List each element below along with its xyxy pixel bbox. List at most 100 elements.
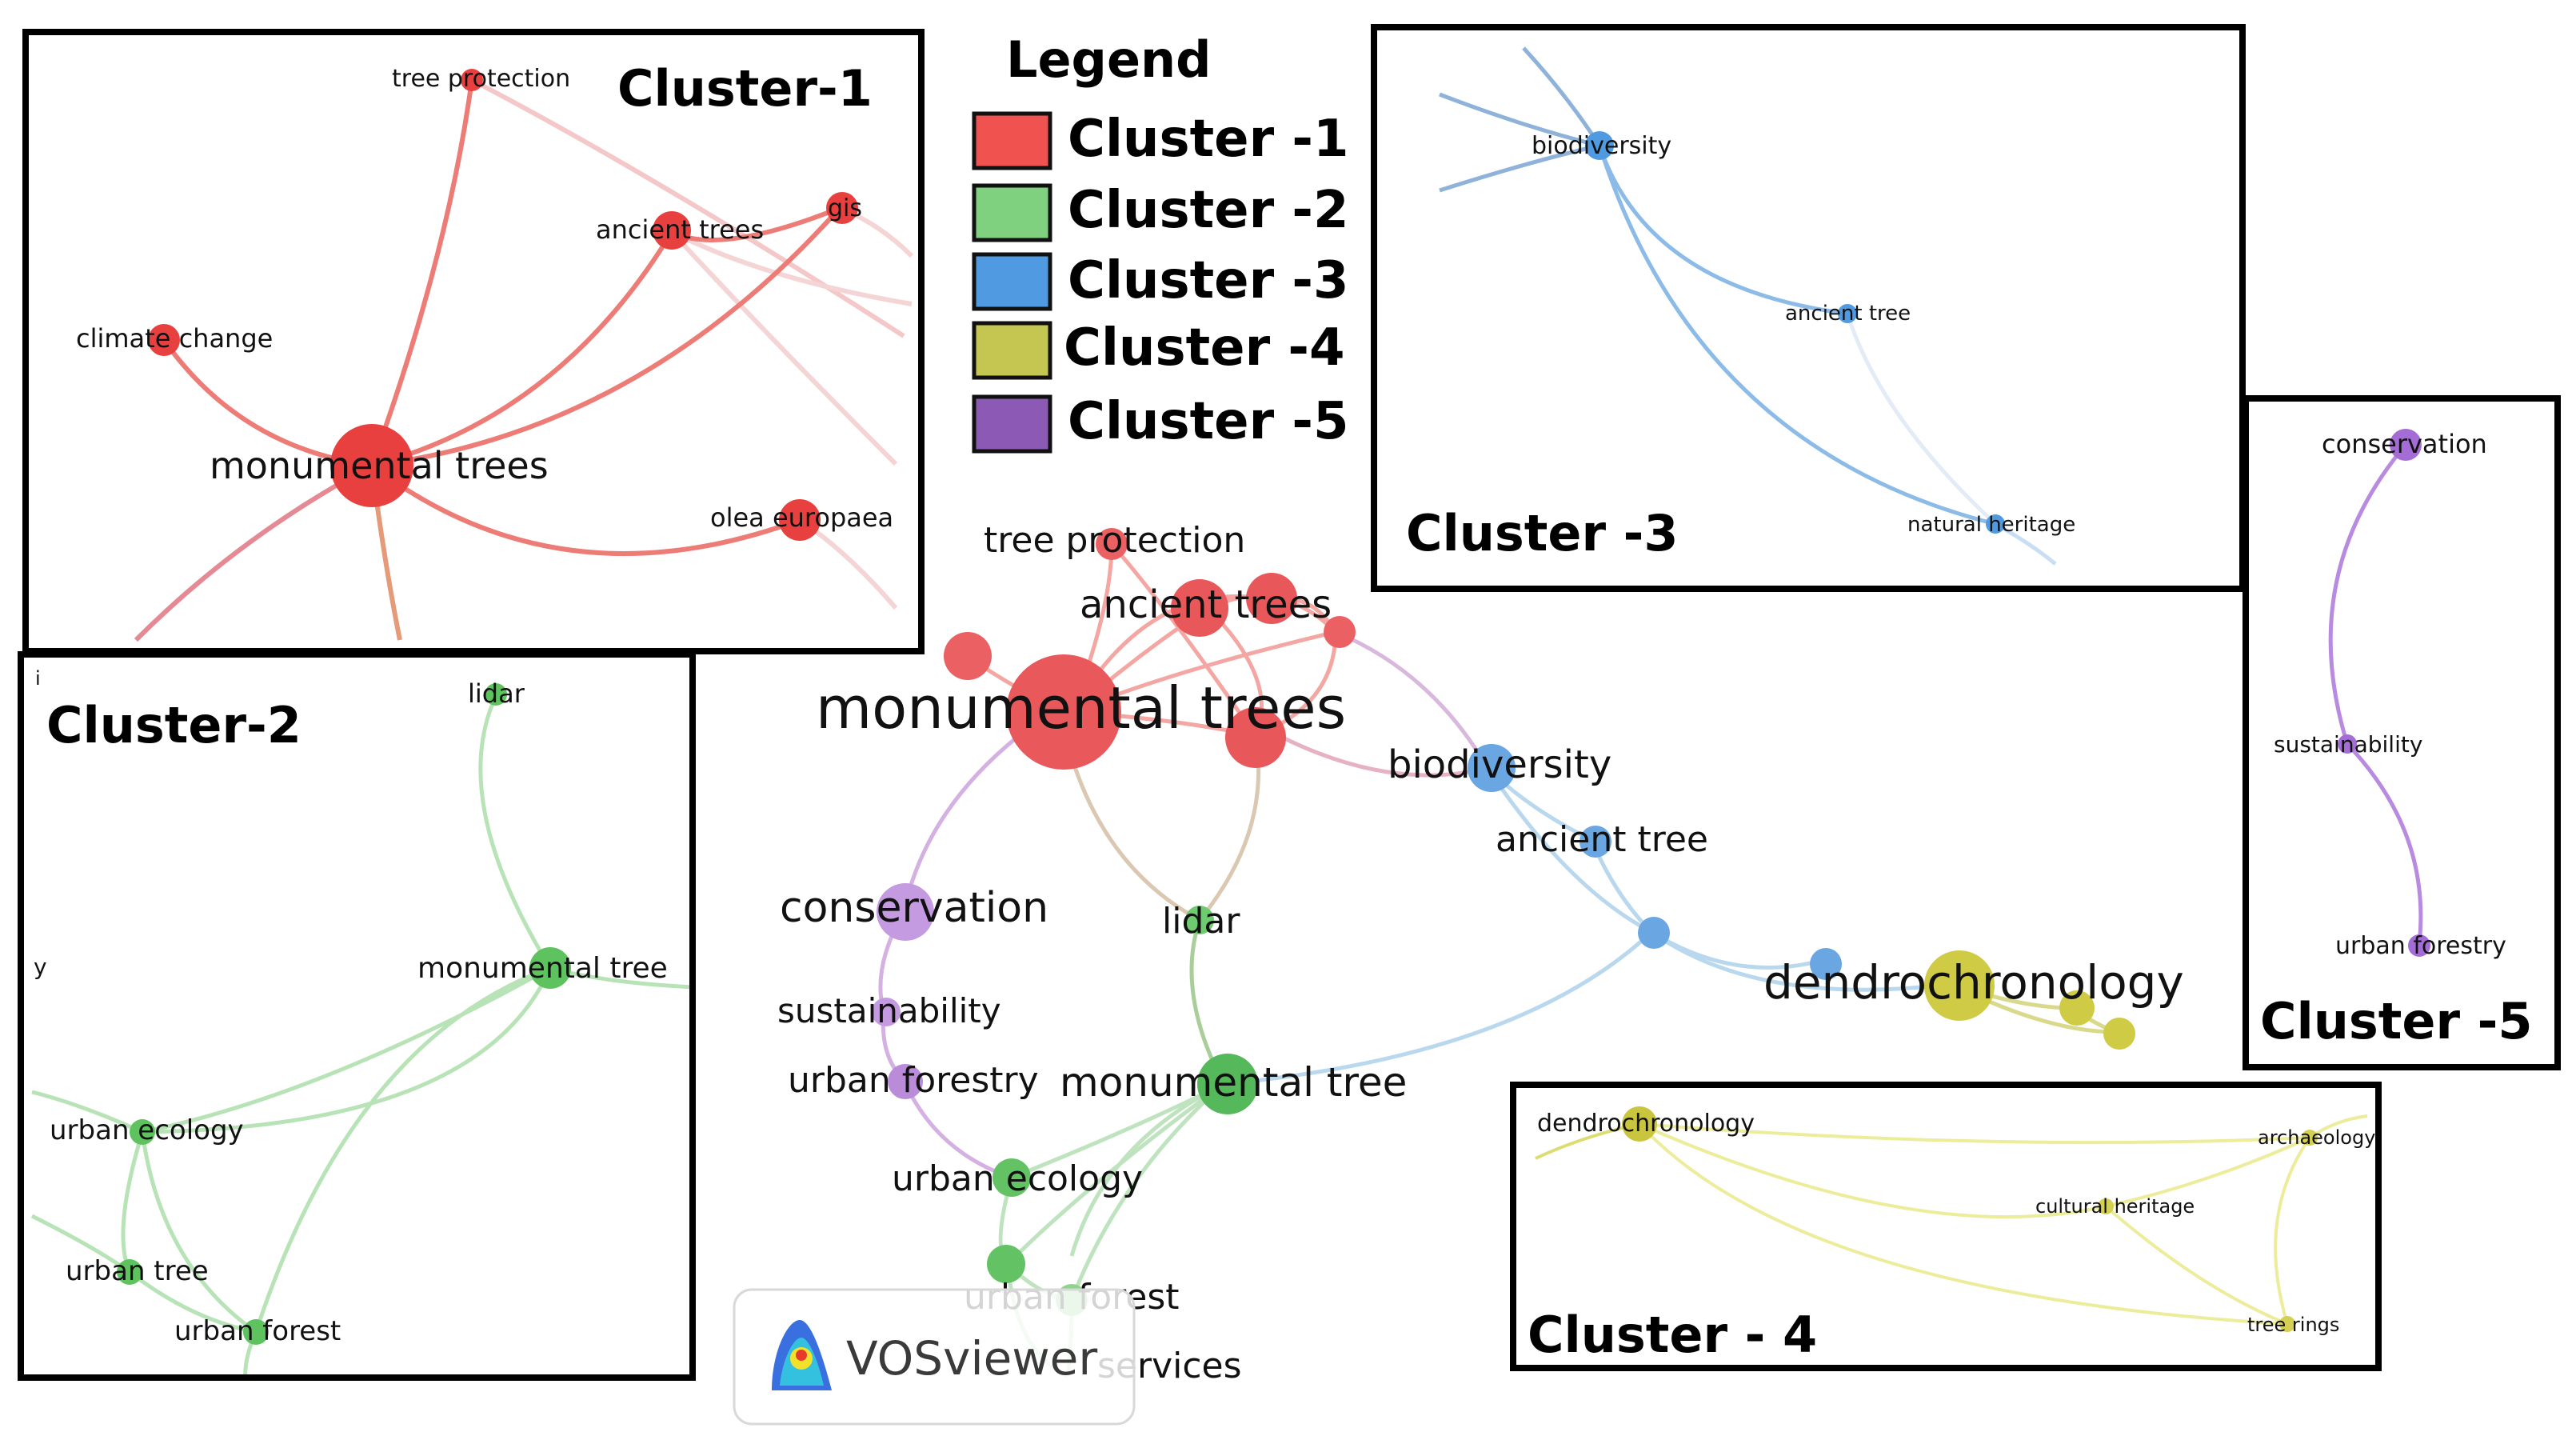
edge <box>2328 443 2407 745</box>
legend-item-cluster-2: Cluster -2 <box>972 181 1349 242</box>
label-urban-forestry: urban forestry <box>788 1060 1039 1101</box>
label-archaeology: archaeology <box>2258 1126 2375 1149</box>
node-urban-forestry[interactable] <box>888 1064 923 1099</box>
node-climate-change[interactable] <box>148 324 180 356</box>
logo-box <box>733 1288 1136 1426</box>
node-sustainability[interactable] <box>2338 734 2357 754</box>
label-sustainability: sustainability <box>2274 731 2422 758</box>
cluster5-edges <box>2328 443 2423 945</box>
legend-swatch <box>972 183 1052 242</box>
label-natural-heritage: natural heritage <box>1907 513 2075 537</box>
edge <box>1597 145 1848 316</box>
node-urban-ecology[interactable] <box>992 1158 1031 1197</box>
label-ancient-tree: ancient tree <box>1785 302 1911 326</box>
vosviewer-logo: VOSviewer <box>733 1288 1136 1426</box>
node-dendrochronology[interactable] <box>1924 950 1995 1021</box>
node-archaeology[interactable] <box>2302 1130 2318 1146</box>
logo-text: VOSviewer <box>846 1331 1097 1386</box>
label-tree-protection: tree protection <box>392 65 570 93</box>
label-monumental-trees: monumental trees <box>816 674 1346 742</box>
edge <box>1845 313 1997 526</box>
node-monumental-tree[interactable] <box>529 947 571 989</box>
edge <box>1006 1082 1225 1266</box>
main-network-labels: monumental trees tree protection ancient… <box>777 520 2184 1386</box>
node-lidar[interactable] <box>485 683 507 706</box>
cluster2-panel: lidar monumental tree urban ecology urba… <box>18 651 696 1381</box>
node-urban-forestry[interactable] <box>2408 934 2430 957</box>
node-ancient-tree[interactable] <box>1838 304 1857 323</box>
node-ancient-trees[interactable] <box>653 211 691 250</box>
node-monumental-tree[interactable] <box>1197 1054 1258 1114</box>
node-ancient-trees[interactable] <box>1171 579 1228 637</box>
node-cluster1-b[interactable] <box>1246 573 1297 624</box>
node-cluster1-small[interactable] <box>944 632 992 680</box>
node-urban-tree[interactable] <box>117 1259 142 1285</box>
node-conservation[interactable] <box>877 883 934 941</box>
node-dendrochronology[interactable] <box>1622 1106 1657 1142</box>
panel-background <box>2246 398 2558 1067</box>
node-biodiversity[interactable] <box>1585 131 1614 160</box>
edge <box>254 966 551 1333</box>
node-tree-rings[interactable] <box>2279 1316 2295 1332</box>
node-cluster1-d[interactable] <box>1225 707 1286 768</box>
label-conservation: conservation <box>2322 429 2487 459</box>
legend-swatch <box>972 111 1052 170</box>
node-cluster3-small[interactable] <box>1638 917 1670 949</box>
node-urban-ecology[interactable] <box>130 1119 155 1145</box>
cluster3-nodes <box>1585 131 2005 534</box>
node-lidar[interactable] <box>1185 906 1214 934</box>
node-conservation[interactable] <box>2390 429 2422 461</box>
label-climate-change: climate change <box>76 323 273 354</box>
legend: Legend Cluster -1 Cluster -2 Cluster -3 … <box>972 30 1349 454</box>
label-biodiversity: biodiversity <box>1532 132 1671 160</box>
node-urban-forest[interactable] <box>243 1319 269 1345</box>
node-tree-protection[interactable] <box>461 69 483 91</box>
node-cluster4-c[interactable] <box>2103 1018 2135 1050</box>
node-sustainability[interactable] <box>872 998 901 1026</box>
edge <box>1278 734 1488 778</box>
edge <box>1650 930 1952 992</box>
edge <box>901 718 1041 913</box>
label-lidar: lidar <box>468 678 525 709</box>
label-urban-ecology: urban ecology <box>50 1114 244 1146</box>
edge <box>2346 742 2423 945</box>
node-cultural-heritage[interactable] <box>2098 1198 2114 1214</box>
node-natural-heritage[interactable] <box>1986 514 2005 534</box>
edge <box>128 1270 257 1334</box>
cluster2-labels: lidar monumental tree urban ecology urba… <box>34 667 668 1347</box>
label-ancient-trees: ancient trees <box>1080 582 1332 627</box>
label-tree-protection: tree protection <box>984 520 1245 561</box>
legend-title: Legend <box>1006 30 1212 89</box>
node-urban-tree[interactable] <box>987 1245 1025 1283</box>
label-cultural-heritage: cultural heritage <box>2035 1195 2195 1218</box>
edge <box>31 1090 144 1134</box>
node-monumental-trees[interactable] <box>1006 654 1121 770</box>
node-cluster3-natural-heritage[interactable] <box>1810 948 1842 980</box>
cluster3-labels: biodiversity ancient tree natural herita… <box>1532 132 2075 537</box>
node-monumental-trees[interactable] <box>330 424 413 507</box>
label-stray-y: y <box>34 954 47 980</box>
legend-swatch <box>972 321 1052 380</box>
label-monumental-trees: monumental trees <box>210 444 549 487</box>
legend-swatch <box>972 394 1052 454</box>
edge <box>1639 1122 2107 1219</box>
node-ancient-tree[interactable] <box>1580 826 1611 858</box>
legend-label: Cluster -1 <box>1068 110 1349 169</box>
label-biodiversity: biodiversity <box>1388 742 1611 787</box>
panel-title: Cluster-1 <box>617 59 873 118</box>
legend-item-cluster-5: Cluster -5 <box>972 392 1349 454</box>
cluster5-nodes <box>2338 429 2430 957</box>
panel-frame <box>1510 1082 2382 1371</box>
node-cluster4-b[interactable] <box>2059 990 2095 1026</box>
node-cluster1-c[interactable] <box>1324 616 1356 648</box>
node-tree-protection[interactable] <box>1096 528 1128 560</box>
main-network-nodes <box>872 528 2135 1316</box>
node-olea-europaea[interactable] <box>779 499 821 541</box>
panel-title: Cluster-2 <box>46 696 302 754</box>
node-gis[interactable] <box>826 192 858 224</box>
edge <box>669 230 898 466</box>
node-biodiversity[interactable] <box>1468 744 1516 792</box>
label-gis: gis <box>828 194 862 222</box>
